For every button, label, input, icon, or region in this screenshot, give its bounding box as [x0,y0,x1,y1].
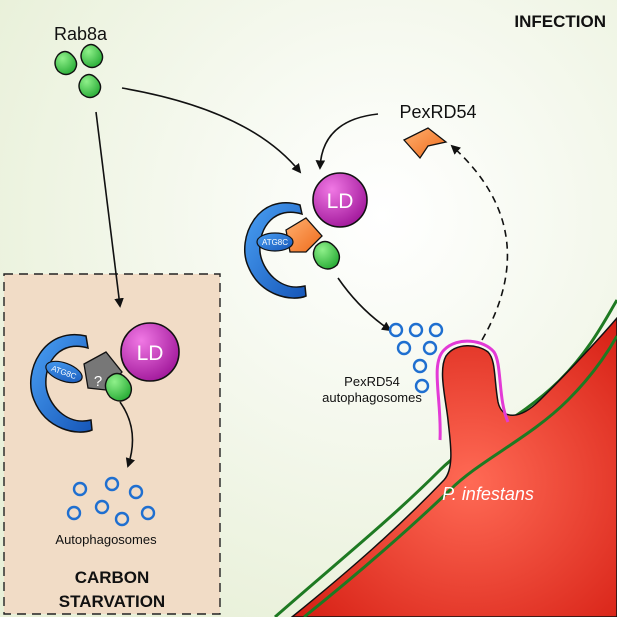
autophagosome-icon [72,481,88,497]
rab8a-protein-icon [54,50,78,76]
autophagosome-icon [140,505,156,521]
autophagosome-icon [128,484,144,500]
pexrd54-to-ld-arrow [315,113,379,170]
rab8a-protein-icon [78,73,102,99]
rab8a-to-ld-arrow [121,87,302,174]
question-mark-label: ? [94,373,102,390]
rab8a-cluster [54,43,104,99]
autophagosome-icon [396,340,412,356]
starvation-complex-to-autophagosomes-arrow [119,401,135,468]
host-membrane-inner [303,335,617,617]
autophagosome-icon [114,511,130,527]
starvation-autophagosomes [66,476,156,527]
autophagosome-icon [408,322,424,338]
ld-icon [120,322,180,382]
autophagosome-icon [66,505,82,521]
autophagosome-icon [422,340,438,356]
ld-icon [312,172,368,228]
pexrd54-autophagosomes [388,322,444,394]
infection-complex: LD ATG8C [244,172,368,299]
phagophore-icon [244,202,307,299]
complex-to-autophagosomes-arrow [337,277,392,332]
autophagosome-icon [428,322,444,338]
carbon-label: CARBON [75,568,150,587]
pathogen-body-icon [290,316,617,617]
pathogen: P. infestans [274,299,617,617]
ld-label: LD [137,342,164,365]
pexrd54-effector-icon [402,127,448,160]
pathogen-label: P. infestans [442,484,534,504]
autophagosome-icon [388,322,404,338]
rab8a-bound-icon [312,240,341,270]
atg8c-icon [256,232,294,252]
rab8a-label: Rab8a [54,24,108,44]
atg8c-icon [45,360,83,384]
starvation-label: STARVATION [59,592,165,611]
atg8c-label: ATG8C [262,238,288,247]
pexrd54-bound-icon [285,217,323,253]
autophagosome-icon [414,378,430,394]
autophagosome-icon [412,358,428,374]
ld-label: LD [327,190,354,213]
pexrd54-label: PexRD54 [399,102,476,122]
starvation-complex: LD ? ATG8C [30,322,180,433]
haustorium-membrane [435,339,510,441]
pexrd54-autophagosomes-label-line2: autophagosomes [322,390,422,405]
infection-label: INFECTION [514,12,606,31]
starvation-box [3,273,221,615]
rab8a-bound-icon [104,372,133,402]
autophagosomes-label: Autophagosomes [55,532,157,547]
rab8a-protein-icon [80,43,104,69]
rab8a-to-starvation-arrow [95,111,124,308]
haustorium-secretion-arrow [450,144,509,341]
pexrd54-autophagosomes-label-line1: PexRD54 [344,374,400,389]
autophagosome-icon [104,476,120,492]
autophagosome-icon [94,499,110,515]
